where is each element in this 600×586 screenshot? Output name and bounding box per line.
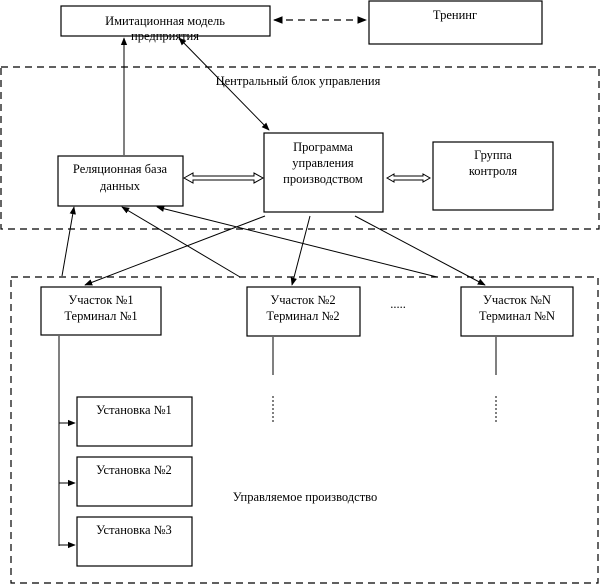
program-control-double-arrow-icon	[385, 173, 432, 183]
managed-production-label: Управляемое производство	[233, 490, 377, 504]
siteN-to-db-link	[156, 205, 438, 278]
site1-to-db-link	[61, 206, 76, 277]
central-block-region	[0, 66, 600, 230]
simulation-model-node[interactable]: Имитационная модель предприятия	[60, 5, 271, 43]
production-program-line1: Программа	[293, 140, 353, 154]
installation-3-node[interactable]: Установка №3	[76, 516, 193, 567]
installation-1-node[interactable]: Установка №1	[76, 396, 193, 447]
relational-db-line1: Реляционная база	[73, 162, 168, 176]
installation-2-node[interactable]: Установка №2	[76, 456, 193, 507]
installation-2-label: Установка №2	[96, 463, 172, 477]
production-program-node[interactable]: Программа управления производством	[263, 132, 384, 213]
managed-production-region	[10, 276, 599, 584]
site-1-node[interactable]: Участок №1 Терминал №1	[40, 286, 162, 336]
relational-db-node[interactable]: Реляционная база данных	[57, 155, 184, 207]
central-block-label: Центральный блок управления	[216, 74, 381, 88]
control-group-line2: контроля	[469, 164, 518, 178]
simulation-model-line1: Имитационная модель	[105, 14, 225, 28]
db-program-double-arrow-icon	[182, 172, 265, 184]
site-N-terminal: Терминал №N	[479, 309, 555, 323]
site-N-name: Участок №N	[483, 293, 551, 307]
site-N-node[interactable]: Участок №N Терминал №N	[460, 286, 574, 337]
site-1-terminal: Терминал №1	[64, 309, 137, 323]
program-to-site1-link	[84, 215, 266, 286]
production-program-line2: управления	[292, 156, 354, 170]
training-node[interactable]: Тренинг	[368, 0, 543, 45]
sites-ellipsis: .....	[390, 297, 406, 311]
relational-db-line2: данных	[100, 179, 141, 193]
control-group-line1: Группа	[474, 148, 512, 162]
site-2-name: Участок №2	[270, 293, 335, 307]
site-2-terminal: Терминал №2	[266, 309, 339, 323]
site-1-name: Участок №1	[68, 293, 133, 307]
training-label: Тренинг	[433, 8, 477, 22]
program-to-siteN-link	[354, 215, 486, 286]
installation-3-label: Установка №3	[96, 523, 172, 537]
program-to-site2-link	[290, 215, 311, 286]
installation-1-label: Установка №1	[96, 403, 172, 417]
production-program-line3: производством	[283, 172, 363, 186]
simulation-model-line2: предприятия	[131, 29, 199, 43]
program-simulation-link	[178, 37, 270, 131]
control-group-node[interactable]: Группа контроля	[432, 141, 554, 211]
site2-to-db-link	[121, 206, 241, 278]
site-2-node[interactable]: Участок №2 Терминал №2	[246, 286, 361, 337]
